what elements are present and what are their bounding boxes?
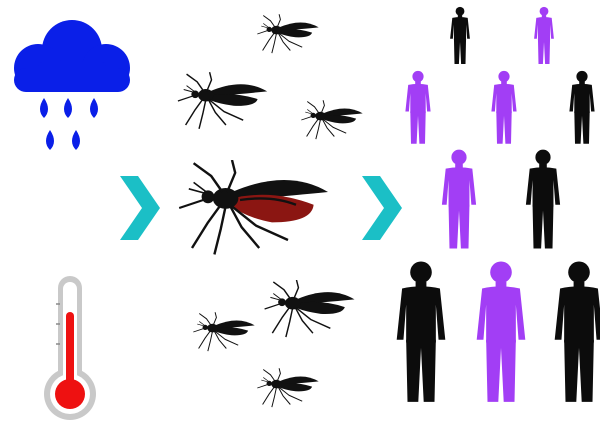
person-icon-healthy xyxy=(552,252,600,414)
mosquito-blood-fed-icon xyxy=(176,160,336,256)
mosquito-icon xyxy=(256,368,322,408)
mosquito-icon xyxy=(300,100,366,140)
arrow-right-icon xyxy=(362,176,404,240)
person-icon-healthy xyxy=(568,68,596,148)
raindrops xyxy=(40,98,98,150)
mosquito-icon xyxy=(262,280,360,338)
person-icon-infected xyxy=(440,146,478,254)
person-icon-healthy xyxy=(394,252,448,414)
arrow-right-icon xyxy=(120,176,162,240)
mosquito-icon xyxy=(176,72,272,130)
mercury-bulb xyxy=(55,379,85,409)
cloud-shape xyxy=(14,20,130,92)
thermometer-icon xyxy=(40,274,100,424)
person-icon-healthy xyxy=(449,4,471,68)
person-icon-infected xyxy=(533,4,555,68)
person-icon-healthy xyxy=(524,146,562,254)
rain-cloud-icon xyxy=(10,10,134,158)
person-icon-infected xyxy=(404,68,432,148)
person-icon-infected xyxy=(474,252,528,414)
mosquito-icon xyxy=(256,14,322,54)
mosquito-icon xyxy=(192,312,258,352)
person-icon-infected xyxy=(490,68,518,148)
